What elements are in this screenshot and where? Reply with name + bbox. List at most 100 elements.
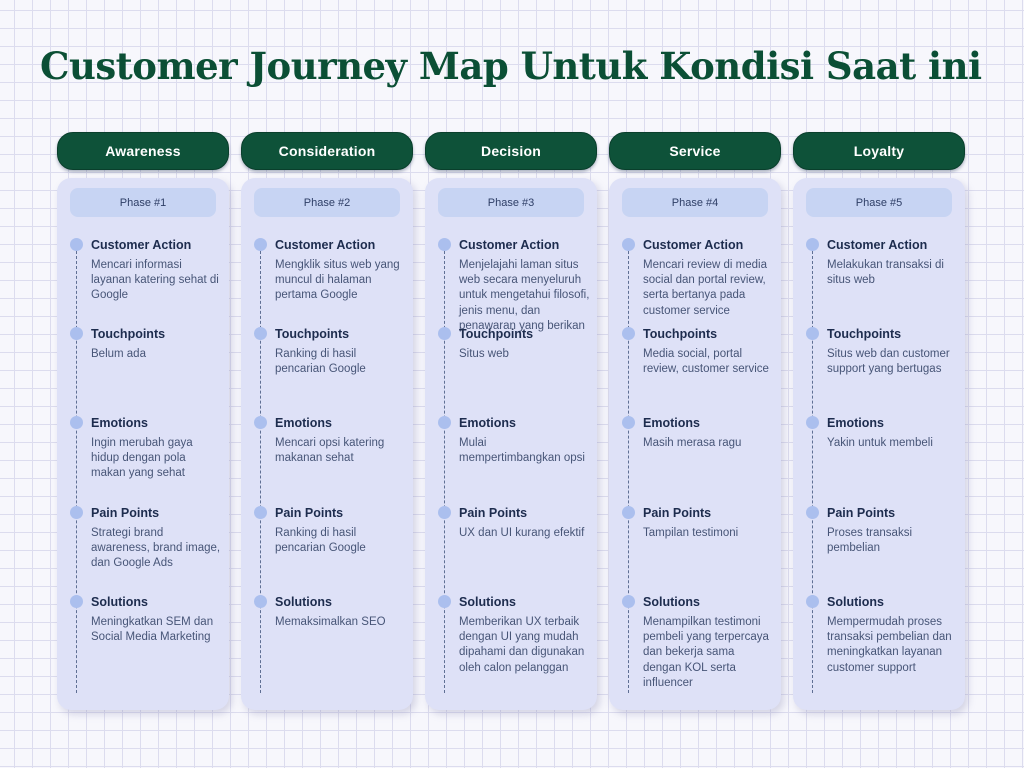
section-text: Yakin untuk membeli <box>827 437 933 449</box>
phase-card-service: Phase #4 Customer Action Mencari review … <box>609 178 781 710</box>
timeline-dot <box>806 238 819 251</box>
section-text: Mempermudah proses transaksi pembelian d… <box>827 616 952 674</box>
section-solutions: Solutions Mempermudah proses transaksi p… <box>806 595 958 676</box>
phase-card-decision: Phase #3 Customer Action Menjelajahi lam… <box>425 178 597 710</box>
timeline-dot <box>438 416 451 429</box>
section-text: Belum ada <box>91 348 146 360</box>
phase-badge: Phase #4 <box>622 188 768 217</box>
section-emotions: Emotions Masih merasa ragu <box>622 416 774 451</box>
section-customer-action: Customer Action Mengklik situs web yang … <box>254 238 406 304</box>
timeline-dot <box>70 416 83 429</box>
phase-card-awareness: Phase #1 Customer Action Mencari informa… <box>57 178 229 710</box>
section-text: Ranking di hasil pencarian Google <box>275 348 366 376</box>
section-label: Solutions <box>275 595 332 609</box>
section-label: Customer Action <box>643 238 744 252</box>
timeline-dot <box>254 416 267 429</box>
timeline-dot <box>254 238 267 251</box>
timeline-dot <box>254 327 267 340</box>
timeline-dot <box>438 327 451 340</box>
timeline-dot <box>806 595 819 608</box>
section-label: Customer Action <box>275 238 376 252</box>
section-label: Touchpoints <box>643 327 718 341</box>
timeline-dot <box>622 238 635 251</box>
stage-header-awareness[interactable]: Awareness <box>57 132 229 170</box>
timeline-dot <box>254 506 267 519</box>
timeline-line <box>76 246 77 693</box>
section-text: Proses transaksi pembelian <box>827 527 913 555</box>
section-pain-points: Pain Points Proses transaksi pembelian <box>806 506 958 556</box>
section-customer-action: Customer Action Mencari informasi layana… <box>70 238 222 304</box>
timeline-dot <box>438 238 451 251</box>
section-emotions: Emotions Mencari opsi katering makanan s… <box>254 416 406 466</box>
phase-card-loyalty: Phase #5 Customer Action Melakukan trans… <box>793 178 965 710</box>
section-label: Touchpoints <box>91 327 166 341</box>
page-title: Customer Journey Map Untuk Kondisi Saat … <box>40 44 982 88</box>
timeline-dot <box>438 506 451 519</box>
section-pain-points: Pain Points Ranking di hasil pencarian G… <box>254 506 406 556</box>
section-emotions: Emotions Yakin untuk membeli <box>806 416 958 451</box>
timeline-line <box>812 246 813 693</box>
timeline-dot <box>254 595 267 608</box>
section-label: Touchpoints <box>827 327 902 341</box>
section-text: Media social, portal review, customer se… <box>643 348 769 376</box>
section-label: Pain Points <box>275 506 344 520</box>
phase-badge: Phase #2 <box>254 188 400 217</box>
section-pain-points: Pain Points Strategi brand awareness, br… <box>70 506 222 572</box>
timeline-dot <box>70 595 83 608</box>
section-label: Emotions <box>459 416 516 430</box>
section-label: Customer Action <box>827 238 928 252</box>
section-text: Memberikan UX terbaik dengan UI yang mud… <box>459 616 585 674</box>
section-text: Situs web dan customer support yang bert… <box>827 348 950 376</box>
journey-column-loyalty: Loyalty Phase #5 Customer Action Melakuk… <box>793 132 965 710</box>
timeline-dot <box>70 506 83 519</box>
section-label: Pain Points <box>827 506 896 520</box>
stage-header-service[interactable]: Service <box>609 132 781 170</box>
section-label: Customer Action <box>91 238 192 252</box>
stage-header-consideration[interactable]: Consideration <box>241 132 413 170</box>
journey-map-board: Awareness Phase #1 Customer Action Menca… <box>57 132 965 710</box>
stage-header-loyalty[interactable]: Loyalty <box>793 132 965 170</box>
section-label: Solutions <box>827 595 884 609</box>
section-text: Memaksimalkan SEO <box>275 616 386 628</box>
timeline-dot <box>806 416 819 429</box>
section-label: Emotions <box>275 416 332 430</box>
phase-badge: Phase #3 <box>438 188 584 217</box>
timeline-dot <box>622 416 635 429</box>
section-text: Situs web <box>459 348 509 360</box>
section-text: Strategi brand awareness, brand image, d… <box>91 527 221 570</box>
timeline-dot <box>70 238 83 251</box>
journey-column-consideration: Consideration Phase #2 Customer Action M… <box>241 132 413 710</box>
section-text: Tampilan testimoni <box>643 527 739 539</box>
section-text: Mulai mempertimbangkan opsi <box>459 437 585 465</box>
section-touchpoints: Touchpoints Situs web <box>438 327 590 362</box>
section-text: Meningkatkan SEM dan Social Media Market… <box>91 616 214 644</box>
timeline-dot <box>438 595 451 608</box>
timeline-dot <box>622 327 635 340</box>
section-solutions: Solutions Meningkatkan SEM dan Social Me… <box>70 595 222 645</box>
section-text: Ingin merubah gaya hidup dengan pola mak… <box>91 437 193 480</box>
section-solutions: Solutions Menampilkan testimoni pembeli … <box>622 595 774 691</box>
section-solutions: Solutions Memberikan UX terbaik dengan U… <box>438 595 590 676</box>
section-touchpoints: Touchpoints Situs web dan customer suppo… <box>806 327 958 377</box>
section-customer-action: Customer Action Melakukan transaksi di s… <box>806 238 958 288</box>
section-text: UX dan UI kurang efektif <box>459 527 585 539</box>
section-text: Melakukan transaksi di situs web <box>827 259 944 287</box>
section-label: Emotions <box>91 416 148 430</box>
section-label: Pain Points <box>91 506 160 520</box>
section-text: Mengklik situs web yang muncul di halama… <box>275 259 400 302</box>
timeline-dot <box>806 506 819 519</box>
section-emotions: Emotions Mulai mempertimbangkan opsi <box>438 416 590 466</box>
journey-column-service: Service Phase #4 Customer Action Mencari… <box>609 132 781 710</box>
section-text: Mencari opsi katering makanan sehat <box>275 437 385 465</box>
stage-header-decision[interactable]: Decision <box>425 132 597 170</box>
section-label: Touchpoints <box>275 327 350 341</box>
section-text: Menjelajahi laman situs web secara menye… <box>459 259 590 332</box>
section-text: Mencari informasi layanan katering sehat… <box>91 259 219 302</box>
section-touchpoints: Touchpoints Ranking di hasil pencarian G… <box>254 327 406 377</box>
phase-card-consideration: Phase #2 Customer Action Mengklik situs … <box>241 178 413 710</box>
section-label: Emotions <box>643 416 700 430</box>
timeline-dot <box>622 506 635 519</box>
timeline-dot <box>70 327 83 340</box>
section-label: Solutions <box>91 595 148 609</box>
section-label: Emotions <box>827 416 884 430</box>
